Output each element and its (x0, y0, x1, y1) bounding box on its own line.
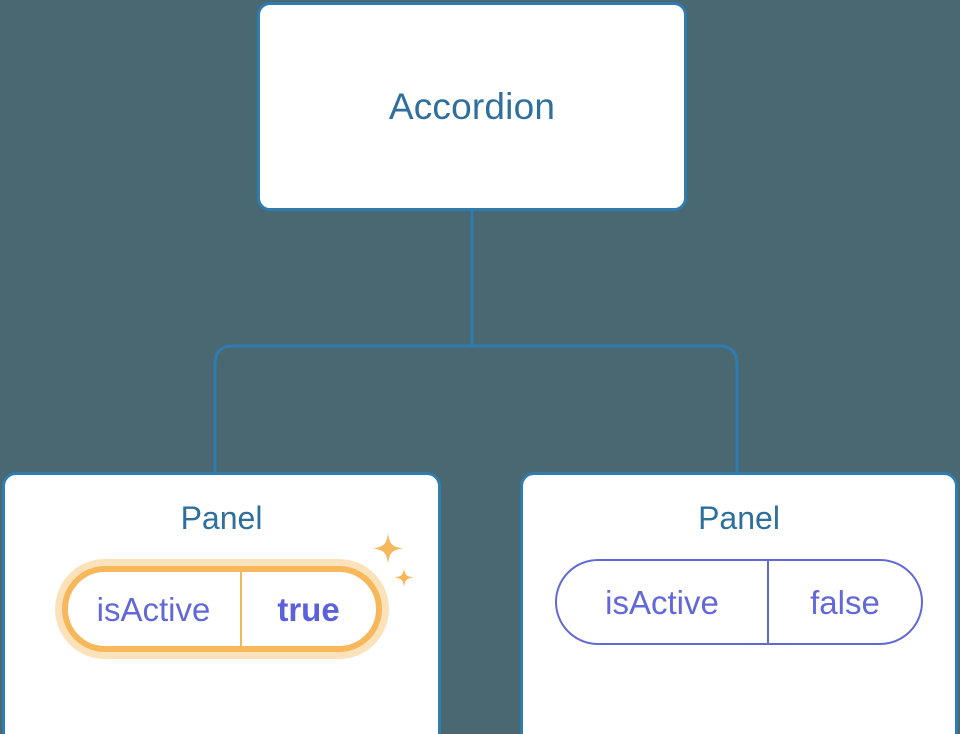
prop-pill-wrapper-active: isActive true (54, 533, 413, 659)
node-card-accordion[interactable]: Accordion (257, 2, 687, 211)
prop-pill-highlight-glow: isActive true (54, 559, 389, 659)
sparkle-small-icon (394, 568, 413, 587)
node-card-panel-active[interactable]: Panel isActive true (2, 472, 441, 734)
node-title-panel-active: Panel (180, 500, 263, 536)
sparkle-large-icon (372, 533, 403, 564)
prop-pill-key: isActive (557, 561, 769, 643)
prop-pill-wrapper-inactive: isActive false (555, 559, 923, 645)
prop-pill-is-active-false[interactable]: isActive false (555, 559, 923, 645)
prop-pill-value: false (810, 583, 880, 621)
prop-pill-is-active-true[interactable]: isActive true (61, 566, 382, 652)
node-card-panel-inactive[interactable]: Panel isActive false (520, 472, 958, 734)
connector-branch-bus (213, 344, 739, 473)
node-title-accordion: Accordion (388, 86, 556, 127)
node-title-panel-inactive: Panel (698, 500, 780, 536)
prop-pill-key: isActive (68, 572, 242, 646)
prop-pill-value: true (277, 590, 340, 628)
